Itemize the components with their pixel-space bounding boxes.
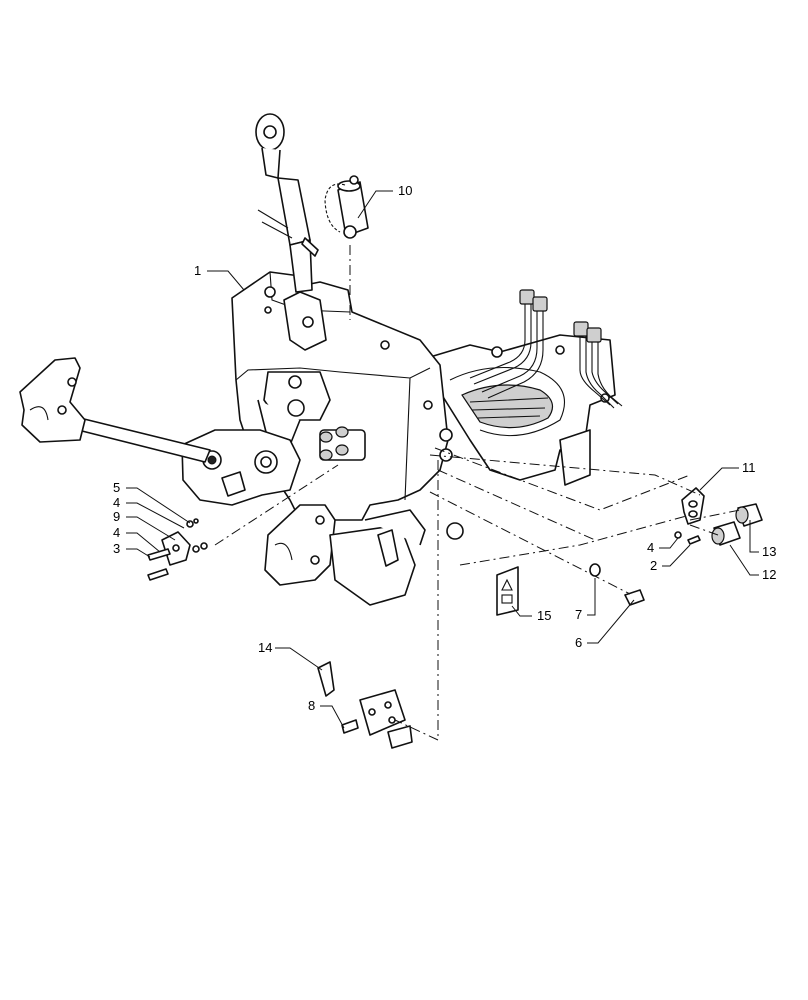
- callout-8: 8: [308, 698, 316, 713]
- hydraulic-pipes: [469, 289, 623, 409]
- pin-with-chain: [324, 175, 369, 239]
- left-lower-link: [19, 357, 211, 463]
- callout-4c: 4: [647, 540, 655, 555]
- quick-couplers: [319, 426, 366, 461]
- hardware-left: [147, 518, 208, 581]
- callout-13: 13: [762, 544, 777, 559]
- callout-3: 3: [113, 541, 121, 556]
- top-link: [255, 113, 327, 351]
- center-lines: [214, 245, 741, 741]
- callout-5: 5: [113, 480, 121, 495]
- callout-4b: 4: [113, 525, 121, 540]
- lower-arm-mount: [181, 429, 301, 506]
- callout-2: 2: [650, 558, 658, 573]
- callout-14: 14: [258, 640, 273, 655]
- callout-15: 15: [537, 608, 552, 623]
- callout-6: 6: [575, 635, 583, 650]
- callout-12: 12: [762, 567, 777, 582]
- valve-block: [317, 661, 413, 749]
- callout-9: 9: [113, 509, 121, 524]
- leader-lines: [126, 190, 759, 729]
- warning-decal: [496, 566, 519, 616]
- hardware-right: [589, 487, 763, 606]
- callout-7: 7: [575, 607, 583, 622]
- callout-11: 11: [742, 460, 756, 475]
- right-lower-link: [264, 504, 464, 606]
- callout-10: 10: [398, 183, 413, 198]
- callout-1: 1: [194, 263, 202, 278]
- callout-4a: 4: [113, 495, 121, 510]
